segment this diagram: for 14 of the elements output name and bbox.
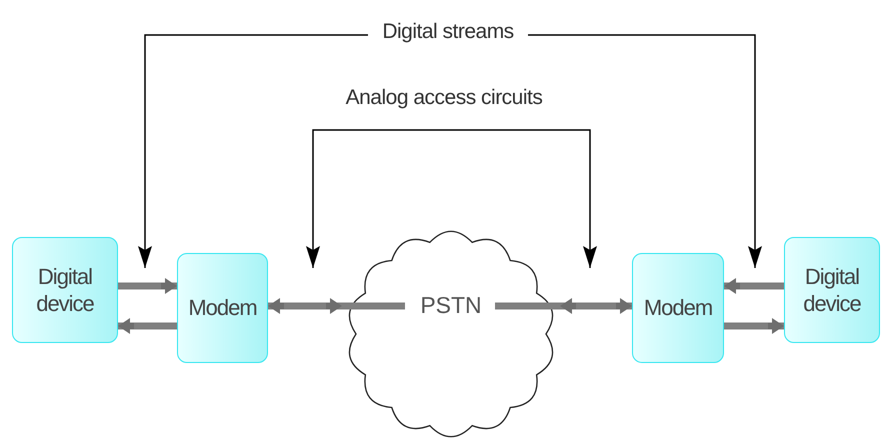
node-label: Modem — [644, 294, 712, 322]
leader-line — [138, 34, 368, 268]
device-box — [632, 253, 724, 363]
node-label: Modem — [188, 294, 257, 322]
node-label: Digital device — [35, 262, 95, 318]
device-box — [177, 253, 268, 363]
leader-line — [528, 34, 762, 268]
device-box — [784, 237, 880, 343]
node-label: Digital device — [802, 262, 862, 318]
leader-line — [444, 129, 597, 268]
annotation-text: Digital streams — [382, 20, 514, 44]
annotation-text: Analog access circuits — [346, 86, 542, 110]
device-box — [12, 237, 118, 343]
leader-line — [306, 129, 444, 268]
